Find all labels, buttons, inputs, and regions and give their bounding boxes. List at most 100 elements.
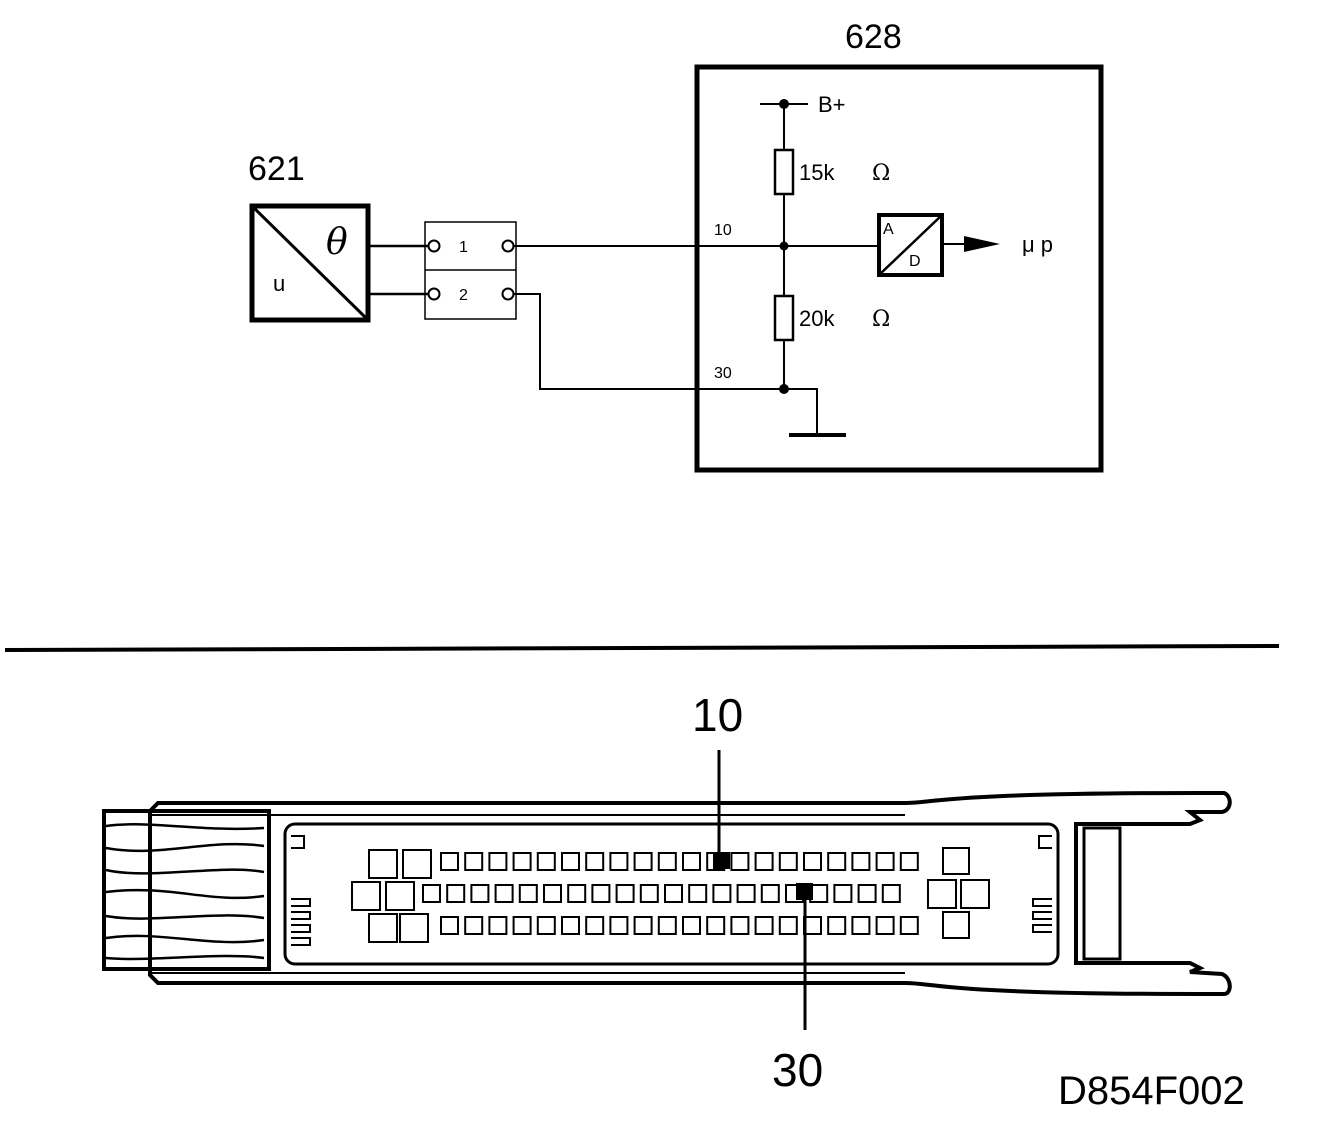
signal-pin <box>851 852 871 871</box>
signal-pin <box>561 916 580 935</box>
latch-left <box>291 835 311 946</box>
theta-symbol: θ <box>326 222 348 263</box>
wire-bundle <box>102 809 271 971</box>
signal-pin <box>736 884 756 903</box>
signal-pin <box>591 884 611 903</box>
signal-pin <box>657 916 677 935</box>
figure-code: D854F002 <box>1058 1069 1245 1113</box>
ecu-box <box>694 64 1104 473</box>
signal-pin <box>682 916 701 935</box>
signal-pin <box>585 916 605 935</box>
signal-pin <box>760 884 780 903</box>
adc-diagonal <box>878 214 943 276</box>
signal-pin <box>688 884 708 903</box>
power-pin <box>399 913 429 943</box>
signal-pin <box>464 852 484 871</box>
sensor-id-label: 621 <box>248 150 305 188</box>
adc-d-label: D <box>909 253 921 270</box>
signal-pin <box>470 884 490 903</box>
signal-pin <box>803 916 822 935</box>
resistor-top-value: 15k <box>799 160 835 185</box>
resistor-bottom-ohm: Ω <box>872 307 890 332</box>
signal-pin <box>706 916 726 935</box>
signal-pin <box>440 916 459 935</box>
signal-pin <box>567 884 587 903</box>
pin-rows <box>351 847 990 943</box>
section-divider <box>4 644 1280 652</box>
signal-pin <box>440 852 459 871</box>
signal-pin <box>730 852 750 871</box>
pin10-highlight <box>713 852 730 869</box>
power-pin <box>368 849 398 879</box>
ground-wire <box>784 388 818 434</box>
connector-housing <box>148 791 1232 996</box>
latch-right <box>1032 835 1052 933</box>
power-pin <box>402 849 432 879</box>
adc-output-arrow <box>964 236 1000 252</box>
resistor-20k <box>773 294 795 342</box>
signal-pin <box>512 916 532 935</box>
power-pin <box>385 881 415 911</box>
signal-pin <box>609 916 629 935</box>
signal-pin <box>827 916 847 935</box>
ecu-pin-ground-label: 30 <box>714 365 732 382</box>
signal-pin <box>543 884 562 903</box>
connector-pin2-left <box>427 287 441 301</box>
callout-label-10: 10 <box>692 689 743 741</box>
connector-pin1-left <box>427 239 441 253</box>
signal-pin <box>536 916 556 935</box>
connector-pin1-label: 1 <box>459 239 468 256</box>
signal-pin <box>875 916 895 935</box>
signal-pin <box>422 884 441 903</box>
resistor-15k <box>773 148 795 196</box>
signal-pin <box>851 916 871 935</box>
signal-pin <box>899 916 919 935</box>
power-pin <box>927 879 957 909</box>
signal-pin <box>664 884 683 903</box>
signal-pin <box>778 916 798 935</box>
pin30-highlight <box>796 883 813 900</box>
signal-pin <box>881 884 901 903</box>
signal-pin <box>446 884 466 903</box>
temperature-sensor: θ u <box>249 203 371 323</box>
signal-pin <box>633 852 653 871</box>
signal-pin <box>615 884 635 903</box>
signal-pin <box>803 852 822 871</box>
resistor-top-ohm: Ω <box>872 161 890 186</box>
supply-label: B+ <box>818 92 846 117</box>
signal-pin <box>682 852 701 871</box>
signal-pin <box>657 852 677 871</box>
connector-key-slot <box>1082 826 1122 961</box>
signal-pin <box>833 884 853 903</box>
resistor-bottom-value: 20k <box>799 306 835 331</box>
connector-pin2-label: 2 <box>459 287 468 304</box>
inline-connector: 1 2 <box>424 221 517 320</box>
power-pin <box>351 881 381 911</box>
signal-pin <box>494 884 514 903</box>
signal-pin <box>585 852 605 871</box>
signal-pin <box>488 916 508 935</box>
signal-pin <box>730 916 750 935</box>
connector-pin2-right <box>501 287 515 301</box>
signal-pin <box>899 852 919 871</box>
signal-pin <box>857 884 877 903</box>
signal-pin <box>754 916 774 935</box>
callout-label-30: 30 <box>772 1044 823 1096</box>
signal-pin <box>536 852 556 871</box>
signal-pin <box>512 852 532 871</box>
signal-pin <box>561 852 580 871</box>
signal-pin <box>488 852 508 871</box>
ecu-id-label: 628 <box>845 18 902 56</box>
signal-pin <box>712 884 732 903</box>
power-pin <box>960 879 990 909</box>
signal-pin <box>639 884 659 903</box>
bundle-outline <box>102 809 271 971</box>
sensor-u-label: u <box>273 271 285 296</box>
connector-pin1-right <box>501 239 515 253</box>
adc-a-label: A <box>883 221 894 238</box>
adc-converter: A D <box>877 213 944 277</box>
ecu-connector-view <box>102 750 1232 1030</box>
schematic: 621 θ u 1 2 628 10 30 <box>248 18 1104 473</box>
wire-ground <box>514 293 784 390</box>
